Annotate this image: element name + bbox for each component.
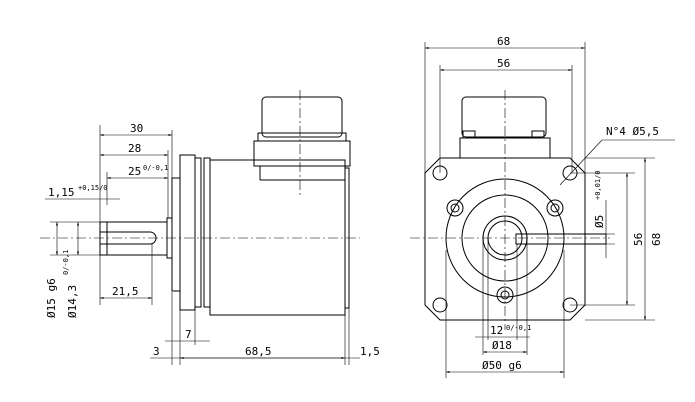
holes-label: N°4 Ø5,5 [606, 125, 659, 138]
dim-height-56: 56 [632, 233, 645, 246]
dim-shaft-diameter: Ø15 g6 [45, 278, 58, 318]
dim-30: 30 [130, 122, 143, 135]
dim-25-tolerance: 0/-0,1 [143, 164, 168, 172]
dim-flat-tolerance: 0/-0,1 [62, 250, 70, 275]
dim-3: 3 [153, 345, 160, 358]
dim-1-5: 1,5 [360, 345, 380, 358]
dim-25: 25 [128, 165, 141, 178]
dim-1-15-tolerance: +0,15/0 [78, 184, 108, 192]
dim-pin-tolerance: +0,01/0 [594, 170, 602, 200]
dim-28: 28 [128, 142, 141, 155]
dim-68-5: 68,5 [245, 345, 272, 358]
dim-flat-diameter: Ø14,3 [66, 285, 79, 318]
side-view: 30 28 25 0/-0,1 1,15 +0,15/0 21,5 Ø15 g6… [40, 90, 380, 365]
dim-21-5: 21,5 [112, 285, 139, 298]
dim-12: 12 [490, 324, 503, 337]
front-view: 68 56 68 56 N°4 Ø5,5 Ø5 +0,01/0 12 0/-0,… [410, 35, 675, 378]
dim-width-56: 56 [497, 57, 510, 70]
dim-height-68: 68 [650, 233, 663, 246]
dim-50-g6: Ø50 g6 [482, 359, 522, 372]
dim-7: 7 [185, 328, 192, 341]
dim-18: Ø18 [492, 339, 512, 352]
dim-12-tolerance: 0/-0,1 [506, 324, 531, 332]
dim-1-15: 1,15 [48, 186, 75, 199]
dim-pin-diameter: Ø5 [593, 215, 606, 228]
dim-width-68: 68 [497, 35, 510, 48]
